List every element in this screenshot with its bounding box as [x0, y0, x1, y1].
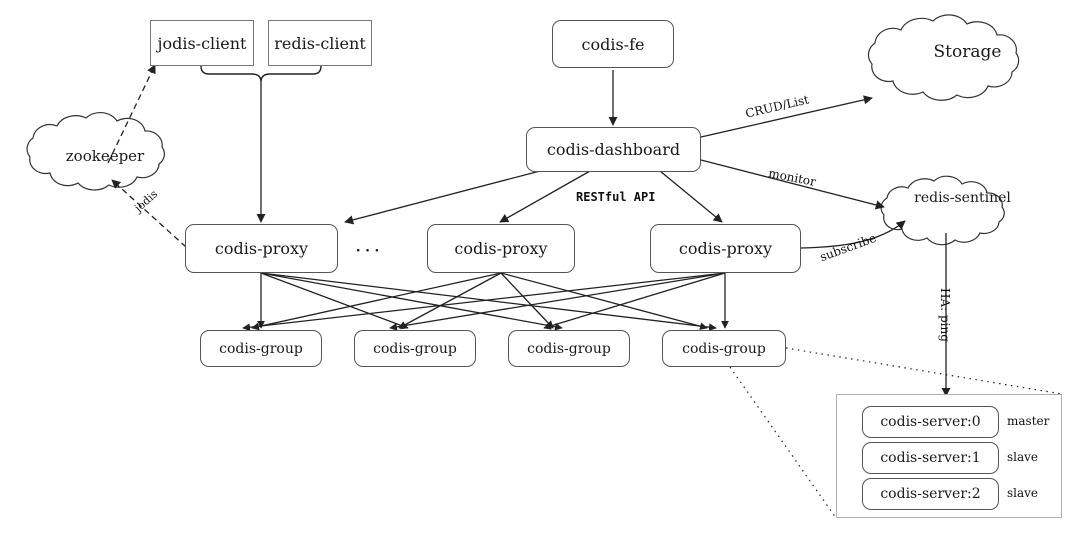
edge-proxy2-group1 [251, 272, 502, 331]
edge-proxy3-group1 [242, 272, 726, 332]
node-codis-proxy-3[interactable]: codis-proxy [650, 224, 801, 273]
node-zookeeper-label: zookeeper [65, 147, 145, 165]
node-storage-label: Storage [933, 42, 1002, 62]
edge-proxy2-group3 [500, 272, 554, 329]
node-redis-client-label: redis-client [274, 33, 366, 53]
proxy-ellipsis: ··· [355, 238, 384, 262]
role-label-server-1: slave [1007, 450, 1039, 464]
edge-proxy2-group2 [398, 272, 502, 329]
node-codis-proxy-2[interactable]: codis-proxy [427, 224, 575, 273]
node-redis-sentinel-label: redis-sentinel [914, 190, 1011, 206]
node-codis-group-1[interactable]: codis-group [200, 330, 322, 367]
redis-sentinel-cloud-shape [880, 175, 1005, 246]
role-label-server-2: slave [1007, 486, 1039, 500]
node-codis-group-1-label: codis-group [219, 340, 303, 357]
callout-group4-bottom [729, 366, 837, 519]
node-codis-server-0-label: codis-server:0 [880, 414, 981, 430]
node-codis-fe-label: codis-fe [581, 34, 645, 54]
node-codis-proxy-3-label: codis-proxy [678, 239, 773, 258]
edge-label-jodis: jodis [132, 187, 161, 215]
node-codis-server-1[interactable]: codis-server:1 [862, 442, 999, 474]
node-codis-dashboard[interactable]: codis-dashboard [526, 127, 701, 172]
node-codis-server-2-label: codis-server:2 [880, 486, 981, 502]
node-codis-fe[interactable]: codis-fe [552, 20, 674, 68]
node-codis-group-4-label: codis-group [682, 340, 766, 357]
edge-label-crud-list: CRUD/List [744, 92, 811, 121]
node-jodis-client[interactable]: jodis-client [150, 20, 254, 66]
node-codis-group-2-label: codis-group [373, 340, 457, 357]
edge-label-ha-ping: HA: ping [938, 288, 952, 342]
edge-proxy2-group4 [500, 272, 708, 330]
role-label-server-0: master [1007, 414, 1050, 428]
edge-dashboard-to-proxy1 [344, 170, 541, 225]
node-codis-group-3-label: codis-group [527, 340, 611, 357]
edge-dashboard-to-proxy3 [659, 170, 723, 223]
edge-proxy3-group2 [389, 272, 726, 331]
edge-proxy3-group3 [543, 272, 726, 330]
node-jodis-client-label: jodis-client [157, 33, 247, 53]
edge-label-subscribe: subscribe [818, 230, 879, 265]
node-codis-proxy-1[interactable]: codis-proxy [185, 224, 338, 273]
node-codis-server-1-label: codis-server:1 [880, 450, 981, 466]
node-codis-server-2[interactable]: codis-server:2 [862, 478, 999, 510]
edge-proxy1-group2 [260, 272, 409, 330]
callout-group4-top [785, 347, 1063, 395]
node-codis-proxy-2-label: codis-proxy [454, 239, 548, 258]
node-codis-server-0[interactable]: codis-server:0 [862, 406, 999, 438]
node-codis-group-2[interactable]: codis-group [354, 330, 476, 367]
node-redis-client[interactable]: redis-client [268, 20, 372, 66]
edge-proxy1-group4 [260, 272, 717, 332]
clients-brace [200, 65, 322, 83]
edge-label-monitor: monitor [767, 166, 818, 189]
node-codis-group-3[interactable]: codis-group [508, 330, 630, 367]
edge-proxy1-group3 [260, 272, 563, 331]
node-codis-proxy-1-label: codis-proxy [214, 239, 309, 258]
node-codis-group-4[interactable]: codis-group [662, 330, 786, 367]
edge-label-restful-api: RESTful API [576, 190, 656, 204]
node-codis-dashboard-label: codis-dashboard [546, 140, 681, 159]
